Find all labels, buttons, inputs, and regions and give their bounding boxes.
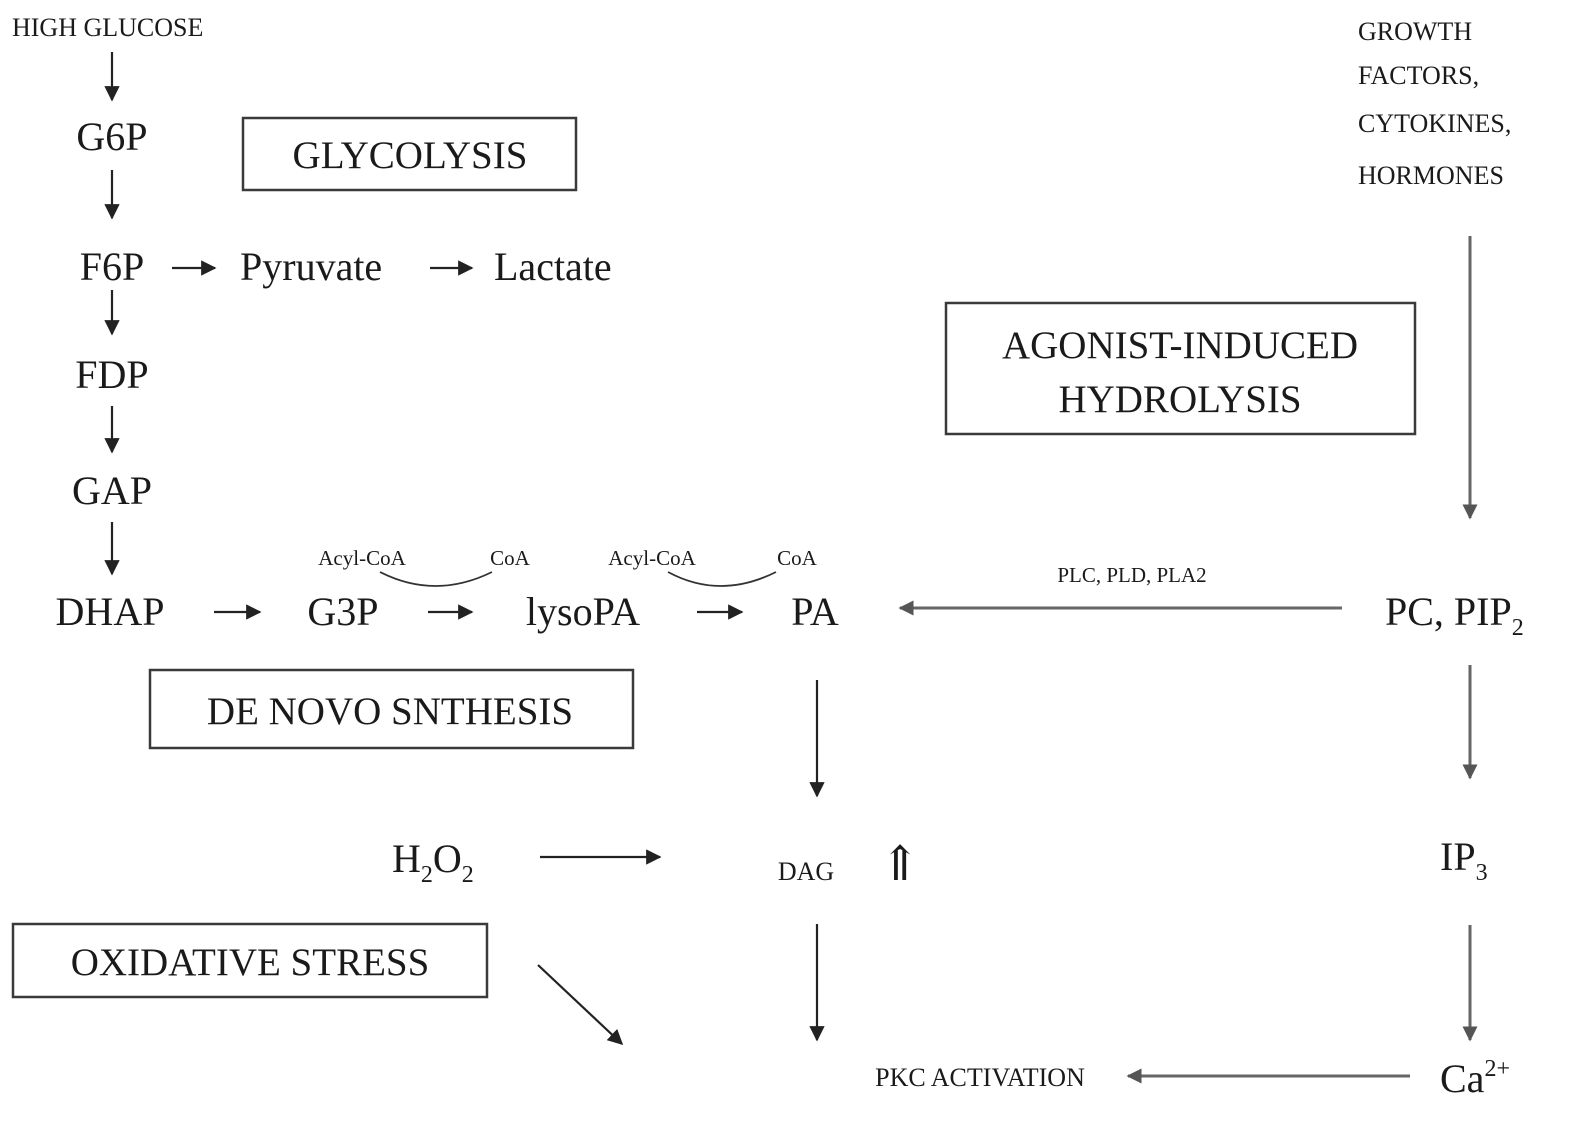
acyl-coa-2-label: Acyl-CoA bbox=[608, 546, 696, 570]
dag-increase-icon: ⇑ bbox=[880, 838, 920, 891]
dag-label: DAG bbox=[778, 857, 834, 886]
acyl-coa-arc-1 bbox=[379, 571, 493, 587]
glycolysis-box-label: GLYCOLYSIS bbox=[293, 134, 528, 177]
de-novo-box-label: DE NOVO SNTHESIS bbox=[207, 690, 573, 733]
glycolysis-box bbox=[241, 116, 578, 192]
enzymes-label: PLC, PLD, PLA2 bbox=[1057, 563, 1206, 587]
hormones-label: HORMONES bbox=[1358, 161, 1504, 190]
ip3-label: IP3 bbox=[1440, 834, 1488, 886]
oxidative-stress-box-label: OXIDATIVE STRESS bbox=[71, 941, 430, 984]
pyruvate-label: Pyruvate bbox=[240, 244, 382, 289]
coa-2-label: CoA bbox=[777, 546, 818, 570]
de-novo-box bbox=[148, 668, 635, 750]
g6p-label: G6P bbox=[76, 114, 147, 159]
growth-label: GROWTH bbox=[1358, 17, 1472, 46]
arrow-oxidative-to-pkc bbox=[537, 964, 624, 1046]
lysopa-label: lysoPA bbox=[526, 589, 640, 634]
cytokines-label: CYTOKINES, bbox=[1358, 109, 1511, 138]
agonist-box-line2: HYDROLYSIS bbox=[1058, 378, 1301, 421]
pkc-activation-label: PKC ACTIVATION bbox=[875, 1063, 1085, 1092]
oxidative-stress-box bbox=[11, 922, 489, 999]
agonist-box-line1: AGONIST-INDUCED bbox=[1002, 324, 1358, 367]
pa-label: PA bbox=[791, 589, 839, 634]
lactate-label: Lactate bbox=[494, 244, 612, 289]
factors-label: FACTORS, bbox=[1358, 61, 1479, 90]
h2o2-label: H2O2 bbox=[392, 836, 474, 888]
high-glucose-label: HIGH GLUCOSE bbox=[12, 13, 203, 42]
g3p-label: G3P bbox=[307, 589, 378, 634]
agonist-box bbox=[944, 301, 1417, 436]
gap-label: GAP bbox=[72, 468, 152, 513]
dhap-label: DHAP bbox=[56, 589, 165, 634]
f6p-label: F6P bbox=[80, 244, 145, 289]
acyl-coa-1-label: Acyl-CoA bbox=[318, 546, 406, 570]
calcium-label: Ca2+ bbox=[1440, 1056, 1510, 1101]
fdp-label: FDP bbox=[75, 352, 148, 397]
coa-1-label: CoA bbox=[490, 546, 531, 570]
pc-pip2-label: PC, PIP2 bbox=[1385, 589, 1524, 641]
acyl-coa-arc-2 bbox=[667, 571, 777, 587]
